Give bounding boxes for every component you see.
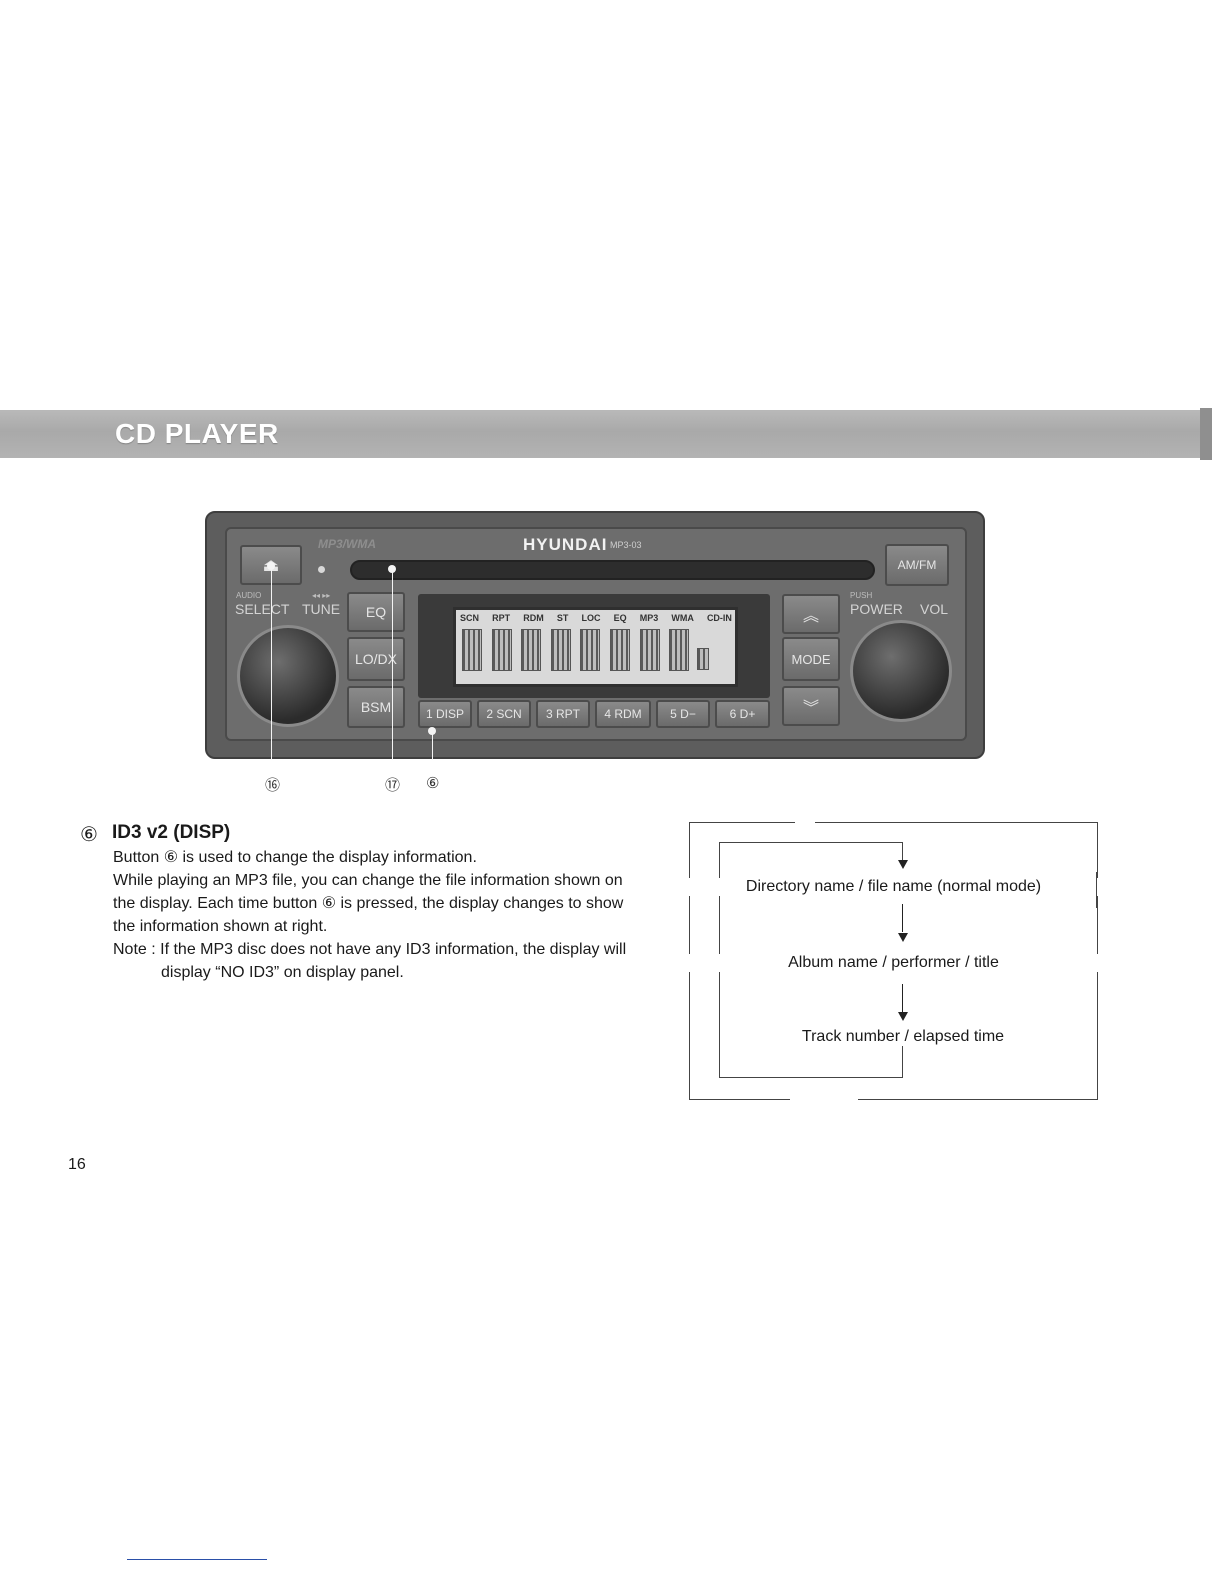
paragraph-2-line-2: the display. Each time button ⑥ is press…: [113, 895, 624, 912]
flow-box-gap: [790, 1098, 858, 1101]
paragraph-1: Button ⑥ is used to change the display i…: [113, 849, 477, 866]
callout-16-marker: ⑯: [265, 777, 281, 794]
lcd-digit: [669, 629, 689, 671]
select-label: SELECT: [235, 601, 290, 617]
flow-box-side-mark: [1096, 872, 1097, 908]
lcd-digit: [462, 629, 482, 671]
lcd-digit: [551, 629, 571, 671]
am-fm-button: AM/FM: [885, 544, 949, 586]
preset-6-d-plus-button: 6 D+: [715, 700, 770, 728]
lcd-indicator-row: SCN RPT RDM ST LOC EQ MP3 WMA CD-IN: [460, 613, 732, 623]
flow-step-3: Track number / elapsed time: [788, 1028, 1018, 1046]
lcd-digit: [492, 629, 512, 671]
flow-box-gap: [795, 821, 815, 824]
power-volume-knob: [850, 620, 952, 722]
eq-button: EQ: [347, 592, 405, 632]
preset-5-d-minus-button: 5 D−: [656, 700, 710, 728]
lcd-digit: [610, 629, 630, 671]
lcd-indicator: EQ: [613, 613, 627, 623]
bsm-button: BSM: [347, 686, 405, 728]
seek-down-button: ︾: [782, 686, 840, 726]
arrow-shaft: [902, 904, 903, 932]
lcd-indicator: WMA: [671, 613, 694, 623]
preset-2-scn-button: 2 SCN: [477, 700, 531, 728]
callout-17-line: [392, 569, 393, 760]
paragraph-2-line-1: While playing an MP3 file, you can chang…: [113, 872, 623, 889]
section-number: ⑥: [80, 824, 98, 846]
page-number: 16: [68, 1156, 86, 1173]
loop-exit-line: [902, 1040, 903, 1078]
arrow-shaft: [902, 984, 903, 1012]
lcd-indicator: SCN: [460, 613, 480, 623]
tune-arrows-label: ◂◂ ▸▸: [312, 591, 331, 600]
seek-up-button: ︽: [782, 594, 840, 634]
section-title: ID3 v2 (DISP): [112, 822, 231, 843]
lcd-disc-digit: [697, 648, 709, 670]
indicator-led: [318, 566, 325, 573]
push-label: PUSH: [850, 591, 873, 600]
preset-4-rdm-button: 4 RDM: [595, 700, 651, 728]
lo-dx-button: LO/DX: [347, 637, 405, 681]
page-title: CD PLAYER: [115, 418, 279, 449]
tune-label: TUNE: [302, 601, 341, 617]
lcd-digit: [640, 629, 660, 671]
lcd-digit: [580, 629, 600, 671]
double-chevron-up-icon: ︽: [802, 608, 819, 625]
cd-slot: [350, 560, 875, 580]
lcd-indicator: RDM: [523, 613, 544, 623]
vol-label: VOL: [920, 601, 949, 617]
radio-format-text: MP3/WMA: [318, 537, 376, 551]
double-chevron-down-icon: ︾: [802, 700, 819, 717]
note-line-2: display “NO ID3” on display panel.: [161, 964, 404, 981]
audio-label: AUDIO: [236, 591, 262, 600]
callout-6-line: [432, 731, 433, 760]
callout-17-marker: ⑰: [385, 777, 401, 794]
callout-6-marker: ⑥: [426, 775, 440, 792]
power-label: POWER: [850, 601, 903, 617]
radio-brand: HYUNDAI: [523, 535, 608, 554]
lcd-indicator: ST: [556, 613, 569, 623]
select-tune-knob: [237, 625, 339, 727]
paragraph-2-line-3: the information shown at right.: [113, 918, 328, 935]
loop-entry-line: [902, 842, 903, 864]
lcd-indicator: MP3: [639, 613, 659, 623]
flow-step-1: Directory name / file name (normal mode): [689, 878, 1098, 896]
footer-rule: [127, 1559, 267, 1560]
flow-step-2: Album name / performer / title: [689, 954, 1098, 972]
callout-16-line: [271, 566, 272, 760]
mode-button: MODE: [782, 637, 840, 681]
lcd-indicator: RPT: [492, 613, 511, 623]
section-header-band: [0, 410, 1212, 458]
preset-3-rpt-button: 3 RPT: [536, 700, 590, 728]
preset-1-disp-button: 1 DISP: [418, 700, 472, 728]
note-line-1: Note : If the MP3 disc does not have any…: [113, 941, 627, 958]
header-band-edge: [1200, 408, 1212, 460]
lcd-indicator: CD-IN: [706, 613, 732, 623]
down-arrow-icon: [898, 1012, 908, 1021]
lcd-digit: [521, 629, 541, 671]
lcd-indicator: LOC: [581, 613, 601, 623]
down-arrow-icon: [898, 933, 908, 942]
radio-model: MP3-03: [610, 540, 642, 550]
down-arrow-icon: [898, 860, 908, 869]
